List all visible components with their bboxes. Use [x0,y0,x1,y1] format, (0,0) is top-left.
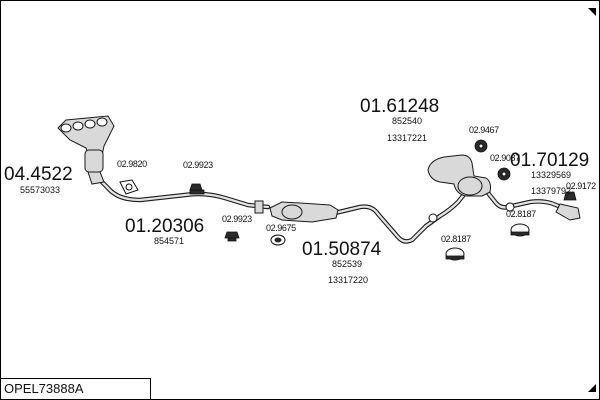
hardware-mount-5 [474,139,488,153]
part-no-centre-muffler: 01.50874 [302,239,382,260]
hardware-gasket-4 [270,234,286,246]
code-rear-muffler-right-1: 13329569 [531,170,571,180]
hardware-code-7: 02.9172 [566,181,596,191]
reference-number: OPEL73888A [4,381,84,396]
hardware-clamp-9 [510,223,530,237]
hardware-gasket-1 [119,179,139,195]
rear-muffler [427,154,491,197]
code-rear-muffler-upper-2: 13317221 [387,133,427,143]
part-no-front-pipe: 01.20306 [125,216,204,237]
part-no-rear-muffler-right: 01.70129 [510,150,589,171]
hardware-code-4: 02.9675 [266,223,296,233]
hardware-code-6: 02.9087 [490,153,520,163]
hardware-mount-7 [563,191,577,201]
hardware-code-2: 02.9923 [183,160,213,170]
centre-muffler [269,201,339,223]
corner-marker-bottom [588,384,596,392]
code-centre-muffler-2: 13317220 [328,275,368,285]
hardware-mount-3 [224,231,240,242]
code-centre-muffler-1: 852539 [332,259,362,269]
tailpipe-tip [555,203,581,221]
hardware-code-8: 02.8187 [441,234,471,244]
pipe-run [95,175,575,244]
code-front-pipe: 854571 [154,236,184,246]
hardware-clamp-8 [445,247,465,261]
pipe-clamps [428,202,515,223]
corner-marker-top [588,8,596,16]
hardware-mount-2 [189,183,205,195]
hardware-code-1: 02.9820 [117,159,147,169]
exhaust-manifold [57,115,115,185]
code-manifold: 55573033 [20,185,60,195]
part-no-manifold: 04.4522 [4,164,73,185]
hardware-code-3: 02.9923 [222,214,252,224]
hardware-code-5: 02.9467 [469,125,499,135]
hardware-mount-6 [497,167,511,181]
code-rear-muffler-upper-1: 852540 [392,116,422,126]
hardware-code-9: 02.8187 [506,209,536,219]
part-no-rear-muffler-upper: 01.61248 [360,96,439,117]
pipe-flange [254,200,264,214]
code-rear-muffler-right-2: 13379792 [531,186,571,196]
